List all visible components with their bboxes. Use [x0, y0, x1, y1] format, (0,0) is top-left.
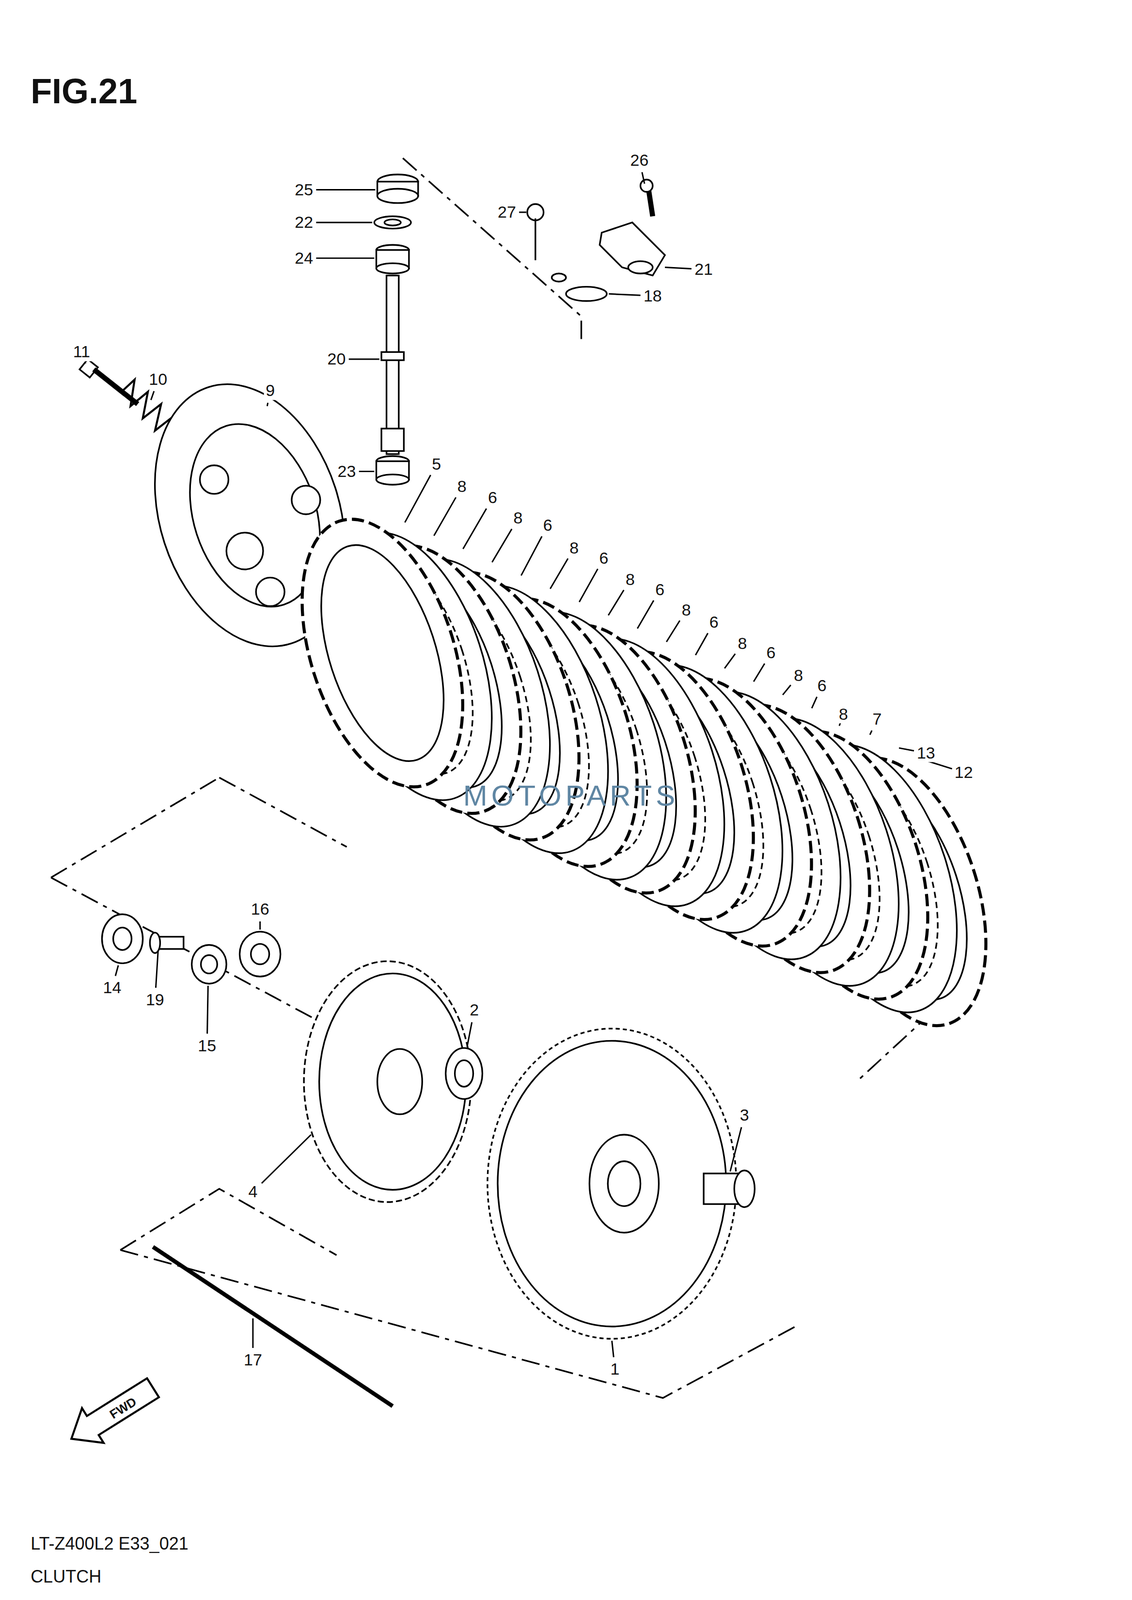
leader-line: [608, 589, 624, 615]
leader-line: [315, 257, 375, 259]
callout-number: 5: [429, 455, 443, 473]
leader-line: [467, 1021, 472, 1047]
callout-number: 20: [325, 349, 348, 368]
callout-number: 10: [146, 370, 170, 389]
leader-line: [898, 747, 914, 751]
callout-number: 22: [292, 213, 315, 232]
callout-number: 6: [653, 580, 667, 599]
callout-number: 4: [246, 1182, 260, 1201]
leader-line: [637, 600, 654, 629]
leader-line: [150, 391, 154, 400]
callout-number: 6: [764, 644, 778, 662]
leader-line: [315, 221, 373, 223]
leader-line: [612, 1340, 614, 1357]
leader-line: [84, 362, 87, 365]
callout-number: 6: [541, 516, 555, 535]
leader-line: [259, 921, 261, 930]
leader-line: [642, 172, 645, 184]
leader-line: [115, 965, 119, 976]
leader-line: [811, 696, 818, 708]
leader-line: [348, 358, 380, 361]
callout-number: 16: [249, 899, 272, 918]
callout-number: 9: [263, 381, 277, 400]
callout-number: 27: [495, 203, 519, 221]
callout-number: 8: [623, 570, 637, 589]
callout-number: 2: [467, 1000, 481, 1019]
callout-number: 26: [628, 151, 651, 170]
callout-number: 21: [692, 260, 715, 279]
leader-line: [550, 558, 568, 589]
leader-line: [251, 1318, 254, 1348]
figure-caption: CLUTCH: [30, 1566, 102, 1587]
callout-number: 8: [736, 634, 750, 653]
figure-title: FIG.21: [30, 72, 138, 111]
leader-line: [730, 1126, 742, 1171]
callout-number: 8: [679, 600, 693, 619]
callout-number: 3: [738, 1105, 752, 1124]
leader-line: [753, 663, 765, 682]
leader-line: [608, 293, 641, 296]
leader-line: [433, 497, 456, 536]
callout-number: 8: [791, 666, 805, 685]
callout-number: 8: [567, 538, 581, 557]
leader-line: [462, 508, 487, 549]
callout-number: 11: [71, 343, 93, 362]
leader-line: [666, 620, 680, 642]
callout-number: 6: [597, 549, 611, 567]
leader-line: [782, 684, 791, 695]
callout-number: 15: [195, 1036, 219, 1055]
callout-number: 17: [241, 1351, 265, 1369]
callout-number: 7: [870, 709, 884, 728]
callout-number: 24: [292, 249, 315, 268]
callout-number: 23: [335, 462, 359, 481]
leader-line: [155, 950, 158, 988]
leader-line: [207, 985, 209, 1034]
callout-number: 12: [952, 763, 975, 782]
drawing-code: LT-Z400L2 E33_021: [30, 1533, 189, 1554]
leader-line: [695, 632, 708, 655]
leader-line: [315, 188, 376, 191]
leader-line: [518, 211, 527, 213]
callout-number: 6: [707, 613, 721, 631]
leader-line: [724, 653, 736, 669]
callout-number: 8: [511, 509, 525, 528]
callout-number: 14: [101, 978, 124, 997]
leader-line: [664, 267, 692, 269]
leader-line: [261, 1134, 312, 1183]
leader-line: [491, 528, 512, 563]
leader-line: [267, 402, 268, 407]
callout-number: 13: [914, 743, 938, 762]
leader-line: [404, 474, 431, 523]
callout-number: 25: [292, 180, 315, 199]
callout-number: 6: [815, 676, 829, 695]
callout-number: 19: [143, 990, 167, 1009]
callout-number: 18: [641, 286, 664, 305]
callout-number: 8: [455, 477, 469, 496]
leader-line: [869, 730, 872, 735]
leader-line: [359, 470, 375, 472]
callout-number: 6: [486, 488, 500, 507]
callout-number: 1: [608, 1360, 622, 1379]
leader-line: [927, 761, 953, 770]
watermark: MOTOPARTS: [461, 779, 681, 812]
leader-line: [579, 568, 598, 602]
callout-number: 8: [836, 705, 850, 724]
leader-line: [520, 536, 542, 576]
